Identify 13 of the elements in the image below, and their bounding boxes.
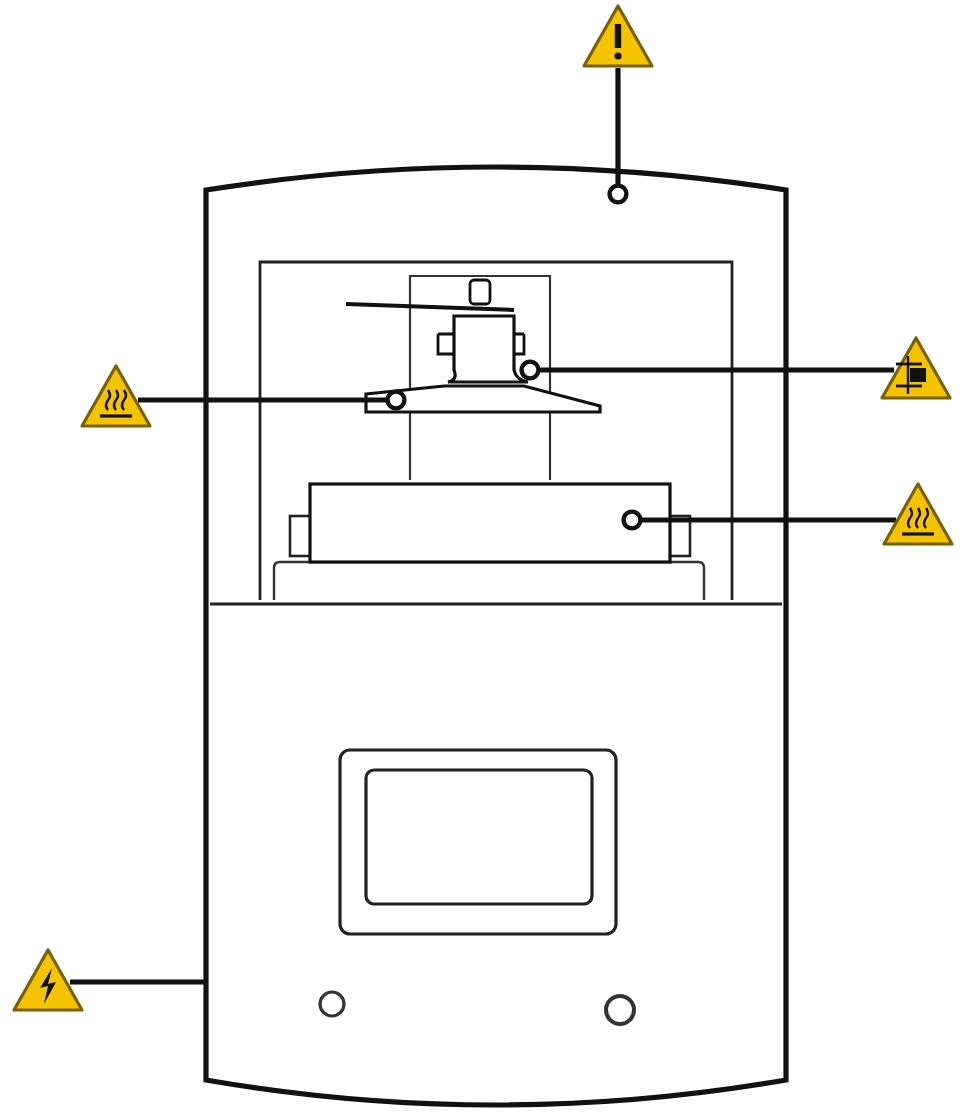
resin-vat	[288, 482, 692, 564]
leader-line	[519, 359, 894, 381]
warning-icon	[582, 4, 654, 68]
hot-surface-icon	[882, 482, 954, 546]
electric-shock-icon	[12, 948, 84, 1012]
pinch-hazard-icon	[880, 336, 952, 400]
leader-line	[621, 509, 896, 531]
hot-surface-icon	[80, 364, 152, 428]
leader-line	[70, 979, 208, 985]
printer-housing-drawing	[203, 164, 789, 1108]
leader-line	[607, 68, 629, 205]
z-axis-carriage	[345, 278, 530, 384]
leader-line	[138, 389, 407, 411]
